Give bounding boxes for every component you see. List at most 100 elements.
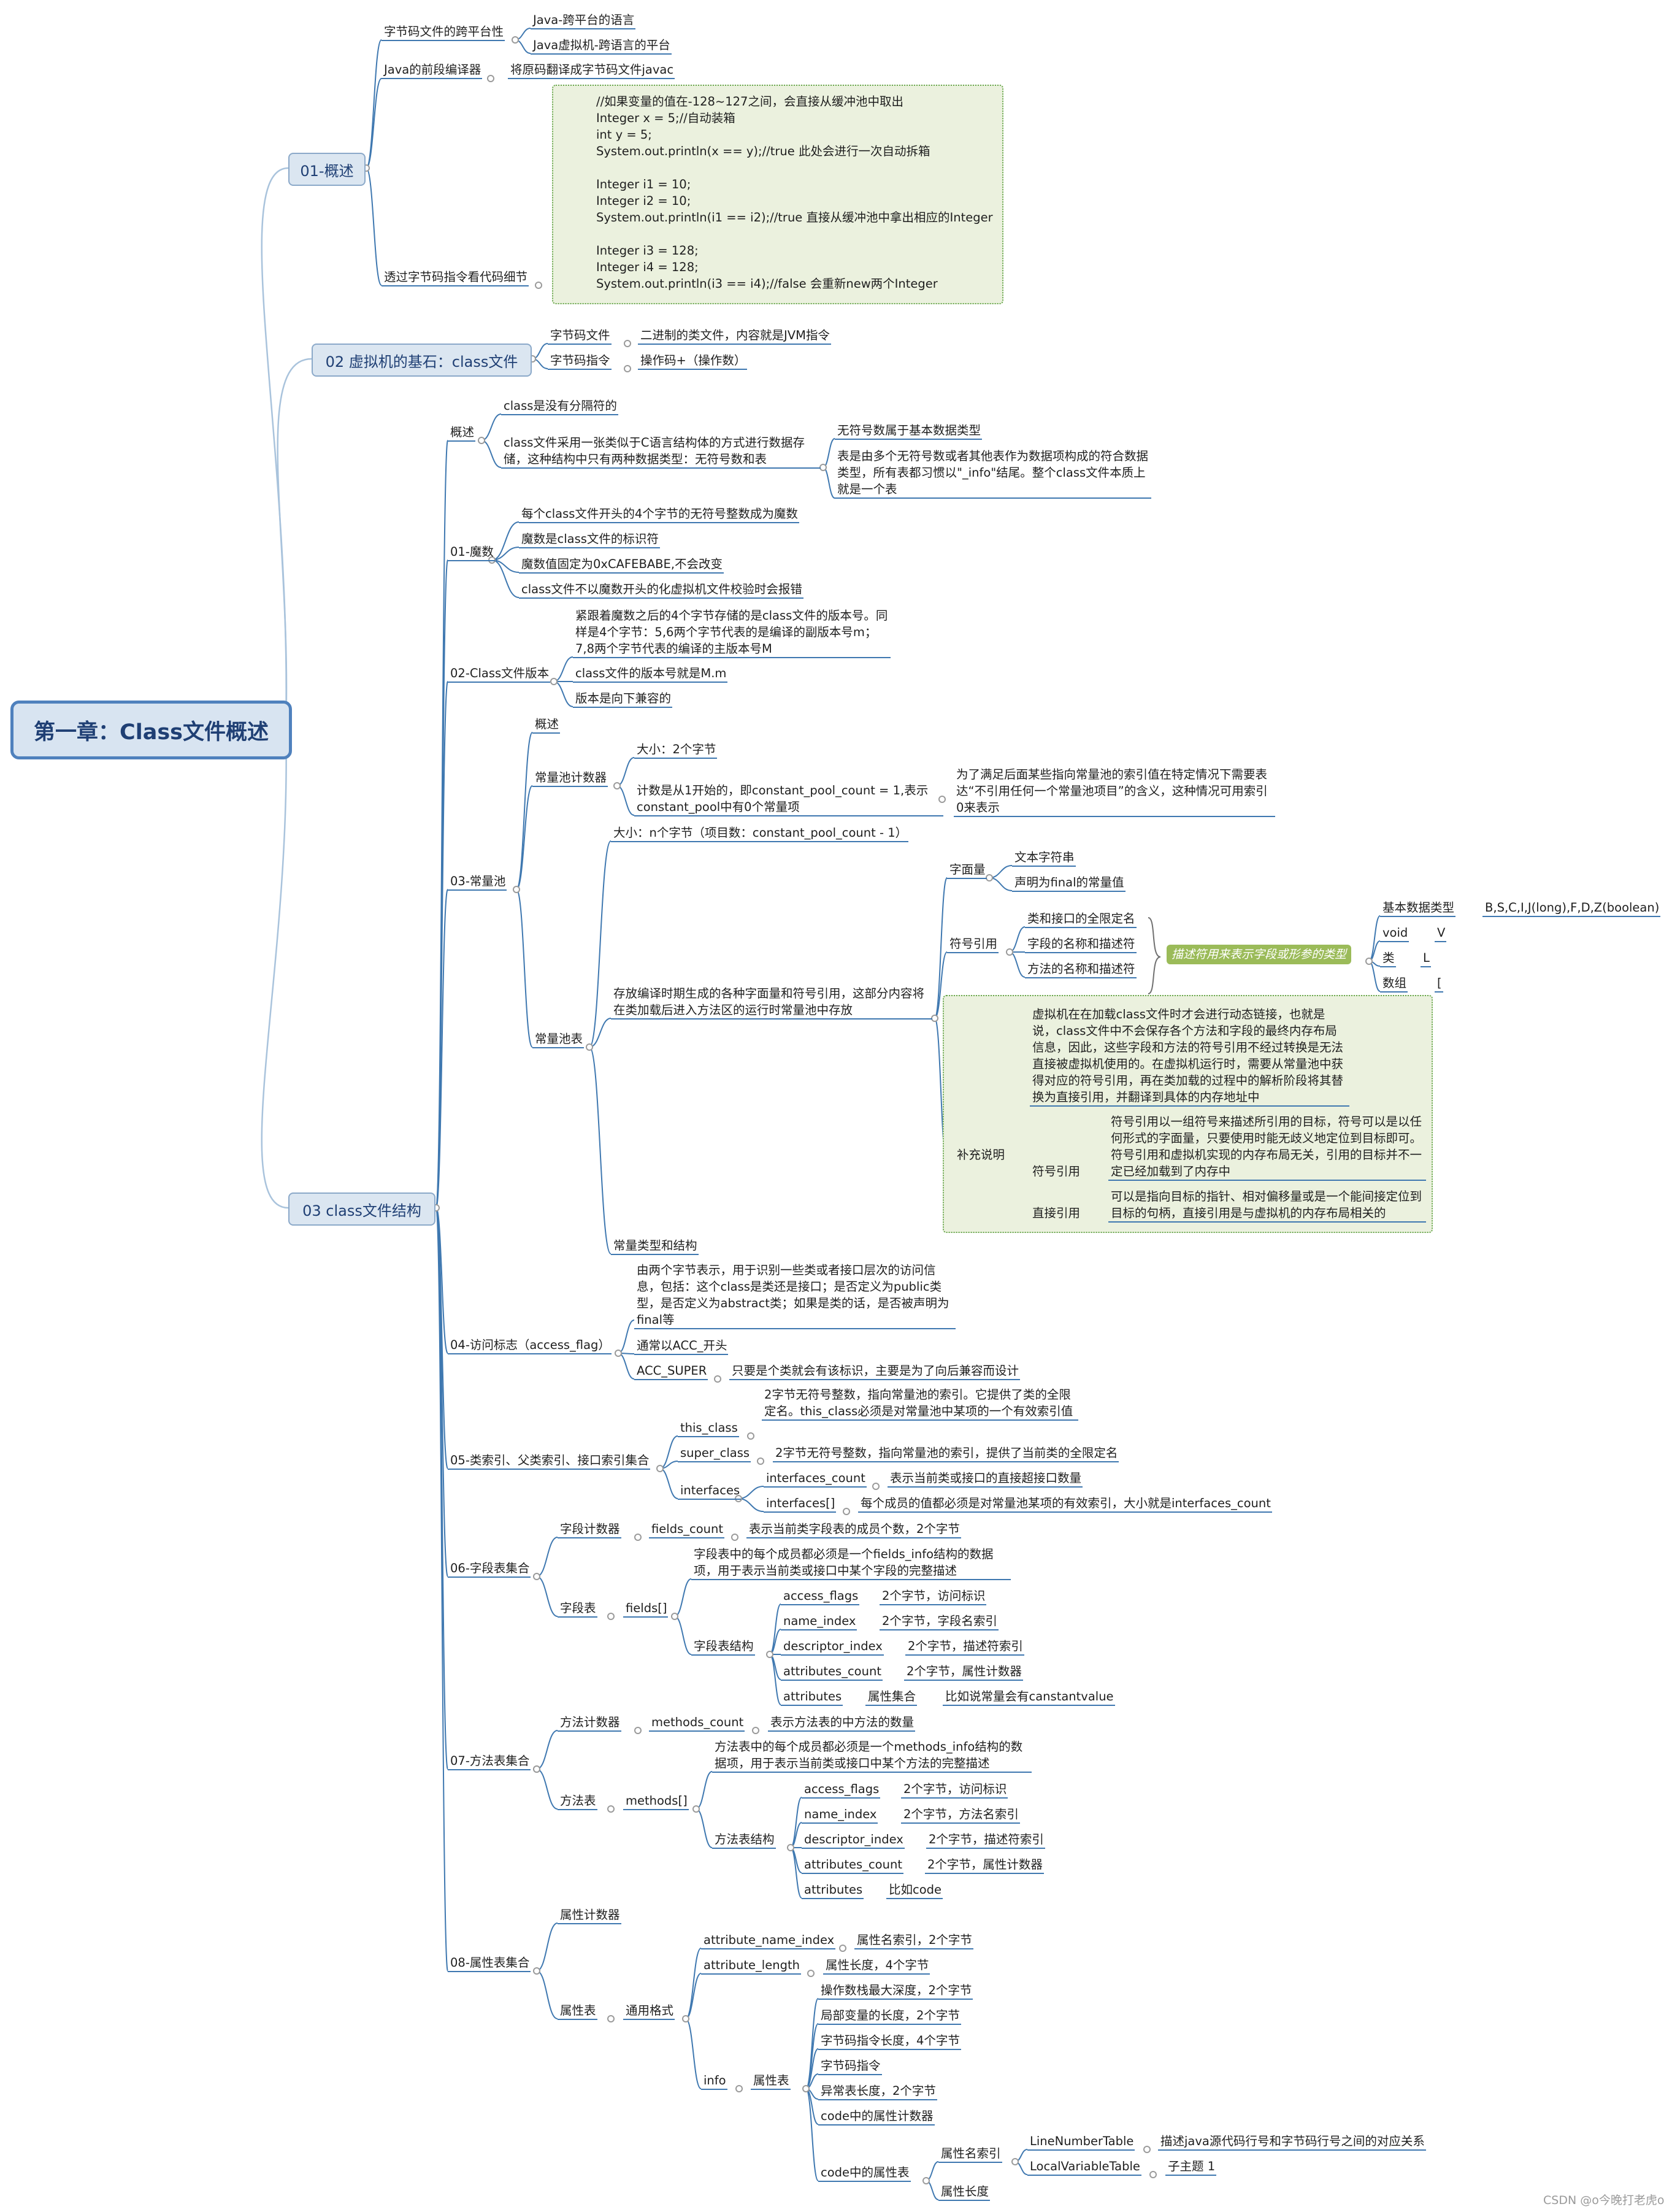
methods-row-3-value[interactable]: 2个字节，描述符索引 (926, 1831, 1045, 1849)
this-class-node[interactable]: this_class (678, 1419, 739, 1437)
collapse-dot[interactable] (922, 2177, 930, 2184)
collapse-dot[interactable] (533, 1765, 540, 1773)
super-class-desc[interactable]: 2字节无符号整数，指向常量池的索引，提供了当前类的全限定名 (773, 1445, 1119, 1462)
collapse-dot[interactable] (682, 2015, 689, 2022)
version-item-3[interactable]: 版本是向下兼容的 (573, 690, 673, 708)
version-item-2[interactable]: class文件的版本号就是M.m (573, 665, 728, 683)
attr-name-index-node[interactable]: attribute_name_index (701, 1932, 836, 1949)
lnt-desc[interactable]: 描述java源代码行号和字节码行号之间的对应关系 (1158, 2133, 1426, 2151)
root-topic[interactable]: 第一章：Class文件概述 (10, 701, 292, 759)
symref-item-1[interactable]: 类和接口的全限定名 (1025, 910, 1137, 928)
bytecode-file-node[interactable]: 字节码文件 (548, 327, 612, 345)
methods-row-2-key[interactable]: name_index (802, 1806, 878, 1824)
literal-node[interactable]: 字面量 (947, 861, 987, 879)
code-item-3[interactable]: 字节码指令长度，4个字节 (818, 2032, 961, 2050)
methods-array-node[interactable]: methods[] (623, 1792, 689, 1810)
collapse-dot[interactable] (757, 1457, 764, 1465)
java-language-node[interactable]: Java-跨平台的语言 (531, 12, 636, 29)
jvm-platform-node[interactable]: Java虚拟机-跨语言的平台 (531, 37, 672, 55)
desc-type-4[interactable]: 数组 (1380, 975, 1408, 993)
collapse-dot[interactable] (656, 1465, 664, 1472)
pool-table-store[interactable]: 存放编译时期生成的各种字面量和符号引用，这部分内容将在类加载后进入方法区的运行时… (611, 985, 932, 1020)
methods-row-4-key[interactable]: attributes_count (802, 1856, 903, 1874)
methods-table-node[interactable]: 方法表 (558, 1792, 597, 1810)
bytecode-instr-desc[interactable]: 操作码+（操作数） (638, 352, 748, 370)
lvt-desc[interactable]: 子主题 1 (1165, 2158, 1217, 2176)
unsigned-node[interactable]: 无符号数属于基本数据类型 (835, 422, 983, 440)
attrs-format-node[interactable]: 通用格式 (623, 2002, 675, 2020)
code-name-index-node[interactable]: 属性名索引 (938, 2145, 1002, 2163)
interfaces-array-node[interactable]: interfaces[] (764, 1495, 837, 1513)
methods-row-2-value[interactable]: 2个字节，方法名索引 (901, 1806, 1020, 1824)
fields-row-1-key[interactable]: access_flags (781, 1588, 860, 1605)
interfaces-node[interactable]: interfaces (678, 1482, 742, 1500)
fields-row-1-value[interactable]: 2个字节，访问标识 (880, 1588, 987, 1605)
methods-row-5-value[interactable]: 比如code (886, 1881, 943, 1899)
collapse-dot[interactable] (807, 1970, 815, 1977)
collapse-dot[interactable] (613, 782, 621, 789)
pool-table-node[interactable]: 常量池表 (532, 1031, 585, 1048)
topic-01-overview[interactable]: 01-概述 (288, 153, 366, 186)
access-flag-node[interactable]: 04-访问标志（access_flag） (448, 1337, 612, 1354)
magic-item-4[interactable]: class文件不以魔数开头的化虚拟机文件校验时会报错 (519, 581, 803, 599)
desc-type-3-value[interactable]: L (1421, 950, 1431, 967)
methods-row-5-key[interactable]: attributes (802, 1881, 864, 1899)
fields-struct-node[interactable]: 字段表结构 (691, 1638, 755, 1656)
fields-desc[interactable]: 字段表中的每个成员都必须是一个fields_info结构的数据项，用于表示当前类… (691, 1546, 1011, 1580)
code-item-4[interactable]: 字节码指令 (818, 2057, 882, 2075)
collapse-dot[interactable] (747, 1432, 754, 1440)
collapse-dot[interactable] (550, 678, 558, 685)
attr-info-node[interactable]: info (701, 2072, 727, 2090)
pool-counter-node[interactable]: 常量池计数器 (532, 769, 608, 787)
fields-count-node[interactable]: fields_count (649, 1521, 724, 1538)
methods-row-3-key[interactable]: descriptor_index (802, 1831, 905, 1849)
acc-super-node[interactable]: ACC_SUPER (634, 1362, 708, 1380)
descriptor-tag[interactable]: 描述符用来表示字段或形参的类型 (1167, 945, 1352, 964)
desc-type-1-value[interactable]: B,S,C,I,J(long),F,D,Z(boolean) (1482, 899, 1661, 917)
bytecode-file-desc[interactable]: 二进制的类文件，内容就是JVM指令 (638, 327, 831, 345)
symbol-ref-desc[interactable]: 符号引用以一组符号来描述所引用的目标，符号可以是以任何形式的字面量，只要使用时能… (1108, 1113, 1426, 1181)
methods-count-desc[interactable]: 表示方法表的中方法的数量 (768, 1714, 916, 1732)
attrs-table-node[interactable]: 属性表 (558, 2002, 597, 2020)
desc-type-3[interactable]: 类 (1380, 950, 1396, 967)
index-set-node[interactable]: 05-类索引、父类索引、接口索引集合 (448, 1452, 651, 1470)
magic-item-3[interactable]: 魔数值固定为0xCAFEBABE,不会改变 (519, 556, 724, 574)
collapse-dot[interactable] (512, 36, 519, 44)
methods-set-node[interactable]: 07-方法表集合 (448, 1753, 531, 1770)
collapse-dot[interactable] (535, 282, 542, 289)
table-desc-node[interactable]: 表是由多个无符号数或者其他表作为数据项构成的符合数据类型，所有表都习惯以"_in… (835, 448, 1151, 499)
collapse-dot[interactable] (819, 464, 827, 471)
attr-prop-table-node[interactable]: 属性表 (751, 2072, 791, 2090)
attr-length-desc[interactable]: 属性长度，4个字节 (823, 1957, 930, 1975)
lnt-node[interactable]: LineNumberTable (1027, 2133, 1135, 2151)
collapse-dot[interactable] (986, 874, 993, 881)
code-item-5[interactable]: 异常表长度，2个字节 (818, 2083, 937, 2100)
collapse-dot[interactable] (787, 1844, 794, 1851)
fields-attr-set-desc[interactable]: 比如说常量会有canstantvalue (943, 1688, 1115, 1706)
collapse-dot[interactable] (624, 365, 631, 372)
direct-ref-desc[interactable]: 可以是指向目标的指针、相对偏移量或是一个能间接定位到目标的句柄，直接引用是与虚拟… (1108, 1188, 1426, 1223)
topic-03-structure[interactable]: 03 class文件结构 (288, 1192, 435, 1226)
collapse-dot[interactable] (872, 1483, 880, 1490)
collapse-dot[interactable] (843, 1508, 850, 1515)
constant-types-node[interactable]: 常量类型和结构 (611, 1237, 699, 1255)
constant-pool-node[interactable]: 03-常量池 (448, 873, 507, 891)
acc-prefix-node[interactable]: 通常以ACC_开头 (634, 1337, 729, 1355)
structure-overview-node[interactable]: 概述 (448, 424, 476, 442)
fields-attr-set-node[interactable]: 属性集合 (865, 1688, 918, 1706)
bytecode-instr-node[interactable]: 字节码指令 (548, 352, 612, 370)
collapse-dot[interactable] (607, 2015, 615, 2022)
magic-node[interactable]: 01-魔数 (448, 543, 495, 561)
collapse-dot[interactable] (487, 75, 494, 82)
fields-attributes-node[interactable]: attributes (781, 1688, 843, 1706)
desc-type-2-value[interactable]: V (1435, 924, 1447, 942)
fields-row-2-key[interactable]: name_index (781, 1613, 857, 1630)
fields-row-3-key[interactable]: descriptor_index (781, 1638, 884, 1656)
desc-type-1[interactable]: 基本数据类型 (1380, 899, 1456, 917)
collapse-dot[interactable] (533, 1573, 540, 1580)
methods-desc[interactable]: 方法表中的每个成员都必须是一个methods_info结构的数据项，用于表示当前… (712, 1738, 1032, 1773)
topic-02-classfile[interactable]: 02 虚拟机的基石：class文件 (312, 344, 532, 377)
version-item-1[interactable]: 紧跟着魔数之后的4个字节存储的是class文件的版本号。同样是4个字节：5,6两… (573, 607, 891, 658)
bytecode-detail-node[interactable]: 透过字节码指令看代码细节 (382, 269, 529, 286)
direct-ref-node[interactable]: 直接引用 (1032, 1206, 1081, 1220)
